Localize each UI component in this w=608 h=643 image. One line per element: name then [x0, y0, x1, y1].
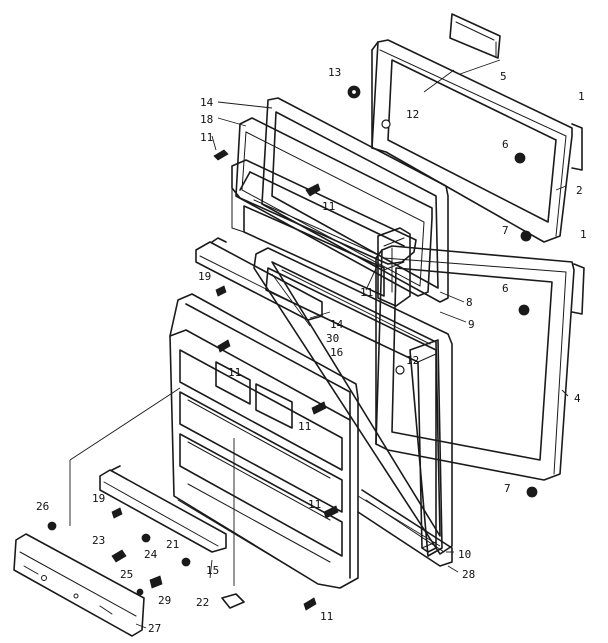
- callout-29: 29: [158, 594, 171, 607]
- fresh-food-door-outer-part: [375, 245, 585, 481]
- callout-28: 28: [462, 568, 475, 581]
- callout-30: 30: [326, 332, 339, 345]
- callout-15: 15: [206, 564, 219, 577]
- callout-9: 9: [468, 318, 475, 331]
- callout-11: 11: [200, 131, 213, 144]
- callout-7: 7: [504, 482, 511, 495]
- handle-cap-part: [449, 13, 501, 59]
- callout-19: 19: [198, 270, 211, 283]
- callout-leaders: [135, 101, 569, 629]
- fresh-food-door-liner-part: [169, 293, 359, 589]
- callout-23: 23: [92, 534, 105, 547]
- callout-12: 12: [406, 108, 419, 121]
- callout-11: 11: [322, 200, 335, 213]
- callout-labels: 13 5 14 12 18 1 11 6 2 11 7 1 19 11 6 8 …: [36, 66, 587, 635]
- callout-11: 11: [298, 420, 311, 433]
- bottom-trim-panel-part: [13, 533, 145, 637]
- lower-rail-part: [99, 465, 227, 553]
- callout-14: 14: [200, 96, 214, 109]
- callout-25: 25: [120, 568, 133, 581]
- callout-11: 11: [360, 286, 373, 299]
- callout-16: 16: [330, 346, 343, 359]
- callout-11: 11: [320, 610, 333, 623]
- callout-26: 26: [36, 500, 49, 513]
- assembly-guide-lines: [69, 59, 501, 586]
- callout-24: 24: [144, 548, 158, 561]
- callout-2: 2: [576, 184, 583, 197]
- callout-12: 12: [406, 354, 419, 367]
- callout-22: 22: [196, 596, 209, 609]
- callout-8: 8: [466, 296, 473, 309]
- callout-21: 21: [166, 538, 179, 551]
- callout-19: 19: [92, 492, 105, 505]
- callout-13: 13: [328, 66, 341, 79]
- callout-1: 1: [580, 228, 587, 241]
- callout-5: 5: [500, 70, 507, 83]
- callout-11: 11: [228, 366, 241, 379]
- callout-11: 11: [308, 498, 321, 511]
- callout-10: 10: [458, 548, 471, 561]
- hinge-bracket-part: [377, 227, 411, 307]
- callout-1: 1: [578, 90, 585, 103]
- fresh-food-gasket-frame-part: [253, 247, 453, 557]
- freezer-inner-liner-part: [231, 159, 417, 297]
- callout-6: 6: [502, 282, 509, 295]
- clip-part: [221, 593, 245, 609]
- callout-4: 4: [574, 392, 581, 405]
- callout-18: 18: [200, 113, 213, 126]
- callout-7: 7: [502, 224, 509, 237]
- hardware: [47, 85, 538, 611]
- callout-14: 14: [330, 318, 344, 331]
- callout-27: 27: [148, 622, 161, 635]
- callout-6: 6: [502, 138, 509, 151]
